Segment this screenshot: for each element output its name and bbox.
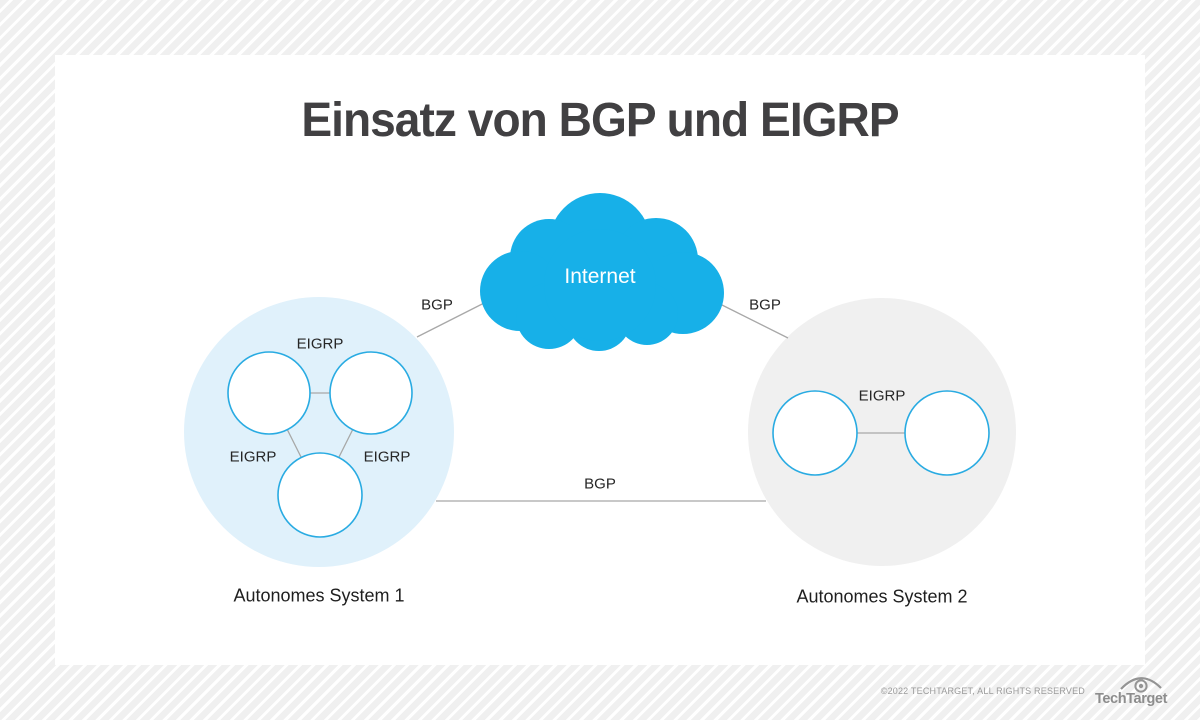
as1-name-label: Autonomes System 1 xyxy=(233,585,405,606)
page-title: Einsatz von BGP und EIGRP xyxy=(301,94,899,147)
techtarget-wordmark: TechTarget xyxy=(1095,691,1168,707)
internet-label: Internet xyxy=(564,265,636,288)
bgp-bottom-label: BGP xyxy=(584,475,616,493)
as2-name-label: Autonomes System 2 xyxy=(796,586,968,607)
copyright-text: ©2022 TECHTARGET, ALL RIGHTS RESERVED xyxy=(880,686,1085,696)
as2-eigrp-label: EIGRP xyxy=(858,387,906,405)
as1-eigrp-top-label: EIGRP xyxy=(296,335,344,353)
bgp-left-label: BGP xyxy=(421,296,453,314)
techtarget-logo: TechTarget xyxy=(1095,674,1195,708)
bgp-right-label: BGP xyxy=(749,296,781,314)
as1-eigrp-right-label: EIGRP xyxy=(363,448,411,466)
as1-eigrp-left-label: EIGRP xyxy=(229,448,277,466)
eye-icon xyxy=(1120,677,1162,693)
